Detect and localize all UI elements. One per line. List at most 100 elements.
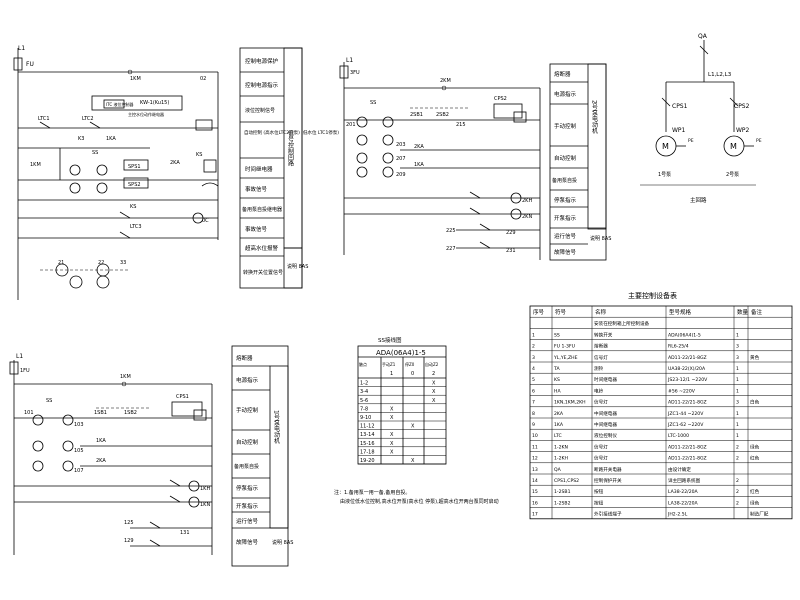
equip-cell: 1: [736, 411, 739, 417]
main-label-wp1: WP1: [672, 127, 686, 134]
main-power-circuit: QA L1,L2,L3 CPS1 CPS2 WP1 WP2 M M PE PE …: [640, 33, 762, 204]
equip-cell: 测铃: [594, 365, 604, 372]
equip-cell: 3: [736, 344, 739, 350]
legend-left-row-7: 事故信号: [245, 225, 268, 233]
legend-mid-box: 熔断器 电源指示 手动控制 自动控制 备用泵自投 停泵指示 开泵指示 运行信号 …: [549, 63, 611, 261]
equip-cell: 1: [736, 377, 739, 383]
equip-cell: 液位控制仪: [594, 432, 617, 439]
equip-cell: 信号灯: [594, 399, 608, 406]
ss-header-0: 触点: [359, 361, 367, 367]
mid-label-2ka: 2KA: [414, 144, 424, 150]
equip-cell: #56 ~220V: [668, 388, 696, 394]
equip-cell: 4: [532, 366, 535, 372]
equip-header-cell: 型号规格: [669, 308, 692, 316]
main-label-l123: L1,L2,L3: [708, 72, 732, 78]
label-ks-b: KS: [130, 204, 136, 210]
equip-cell: 1: [736, 332, 739, 338]
equip-cell: 2KA: [554, 411, 564, 417]
main-label-cps2: CPS2: [734, 103, 750, 110]
ss-switch-table: SS接线图 ADA(06A4)1-5 触点 手动Z1 停Z0 自动Z2 1 0 …: [357, 336, 447, 465]
label-ltc3: LTC3: [130, 224, 142, 230]
equip-cell: 2: [736, 489, 739, 495]
equip-cell: LA38-22/20A: [668, 500, 699, 506]
equip-cell: 中间继电器: [594, 410, 617, 417]
equip-cell: 9: [532, 422, 535, 428]
ss-cell: 13-14: [360, 432, 375, 438]
equip-header-cell: 备注: [751, 308, 763, 316]
equip-cell: JS23-12/1 ~220V: [667, 377, 708, 383]
equip-cell: 信号灯: [594, 443, 608, 450]
equip-cell: 黄色: [750, 354, 760, 361]
equip-cell: AD11-22/21-8GZ: [668, 355, 707, 361]
legend-left-row-4: 时间继电器: [245, 165, 273, 173]
legend-mid-row-0: 熔断器: [554, 70, 571, 78]
label-main-relay: 主控水位动作继电器: [128, 111, 164, 117]
legend-left-corner: 说明 8AS: [287, 263, 308, 270]
legend-bottom-row-7: 运行信号: [236, 517, 259, 525]
ss-table-title: SS接线图: [378, 336, 402, 344]
equip-cell: SS: [554, 332, 560, 338]
note-block: 注：1.备用泵一用一备,备用自投。 由液位低水位控制,高水位开泵(高水位 停泵)…: [334, 489, 499, 505]
ss-subheader-2: 0: [411, 371, 414, 377]
mid-top-circuit: L1 3FU 2KM SS 201 203 207 209 2SB1 2SB2 …: [339, 57, 541, 260]
equip-header-cell: 名称: [595, 308, 607, 316]
equip-cell: 3: [532, 355, 535, 361]
ss-cell: X: [432, 381, 436, 387]
ss-cell: 15-16: [360, 441, 375, 447]
mid-label-209: 209: [396, 172, 406, 178]
legend-mid-row-3: 自动控制: [554, 154, 577, 162]
equip-cell: 绿色: [750, 499, 760, 506]
equip-cell: LA38-22/20A: [668, 489, 699, 495]
ss-subheader-1: 1: [390, 371, 393, 377]
legend-bottom-row-1: 电源指示: [236, 376, 259, 384]
equip-cell: 6: [532, 388, 535, 394]
mid-label-229: 229: [506, 230, 516, 236]
ss-cell: X: [432, 389, 436, 395]
equip-cell: 1-2SB2: [554, 500, 571, 506]
equip-cell: 2: [736, 444, 739, 450]
legend-left-row-0: 控制电源保护: [245, 57, 279, 65]
equip-cell: TA: [553, 366, 560, 372]
lb-label-105: 105: [74, 448, 84, 454]
ss-header-2: 停Z0: [405, 361, 415, 367]
label-itc: ITC 液位控制器: [106, 101, 133, 107]
equip-cell: 白色: [750, 399, 760, 406]
label-fu: FU: [26, 61, 34, 68]
mid-label-2sb2: 2SB2: [436, 112, 449, 118]
equip-cell: 10: [532, 433, 538, 439]
legend-mid-row-2: 手动控制: [554, 122, 577, 130]
legend-left-row-1: 控制电源指示: [245, 81, 279, 89]
terminal-21: 21: [58, 260, 64, 266]
label-1ka: 1KA: [106, 136, 116, 142]
legend-mid-side: 2号泵电动机: [591, 100, 598, 135]
legend-left-row-6: 备用泵自投继电器: [242, 206, 282, 213]
lb-label-107: 107: [74, 468, 84, 474]
main-label-wp2: WP2: [736, 127, 750, 134]
lb-label-l1: L1: [16, 353, 23, 360]
equip-cell: 13: [532, 467, 538, 473]
mid-label-227: 227: [446, 246, 456, 252]
equip-cell: 1: [736, 366, 739, 372]
equip-cell: 8: [532, 411, 535, 417]
legend-left-row-8: 超高水位报警: [245, 244, 279, 252]
label-l1: L1: [18, 45, 25, 52]
equip-cell: 红色: [750, 488, 760, 495]
equip-cell: 中间继电器: [594, 421, 617, 428]
legend-left-row-5: 事故信号: [245, 185, 268, 193]
label-sps1: SPS1: [128, 164, 141, 170]
motor-2-symbol: M: [730, 142, 737, 151]
ss-cell: X: [390, 449, 394, 455]
ss-cell: 11-12: [360, 424, 375, 430]
equip-cell: 2: [532, 344, 535, 350]
legend-bottom-row-3: 自动控制: [236, 438, 259, 446]
legend-bottom-row-6: 开泵指示: [236, 502, 259, 510]
mid-label-2km: 2KM: [440, 78, 451, 84]
mid-label-cps2: CPS2: [494, 96, 507, 102]
ss-cell: X: [390, 432, 394, 438]
ss-cell: X: [390, 415, 394, 421]
main-label-pump2: 2号泵: [726, 172, 739, 178]
equip-cell: 17: [532, 512, 538, 518]
lb-label-1sb2: 1SB2: [124, 410, 137, 416]
label-ks: KS: [196, 152, 202, 158]
equip-cell: AD11-22/21-8GZ: [668, 444, 707, 450]
